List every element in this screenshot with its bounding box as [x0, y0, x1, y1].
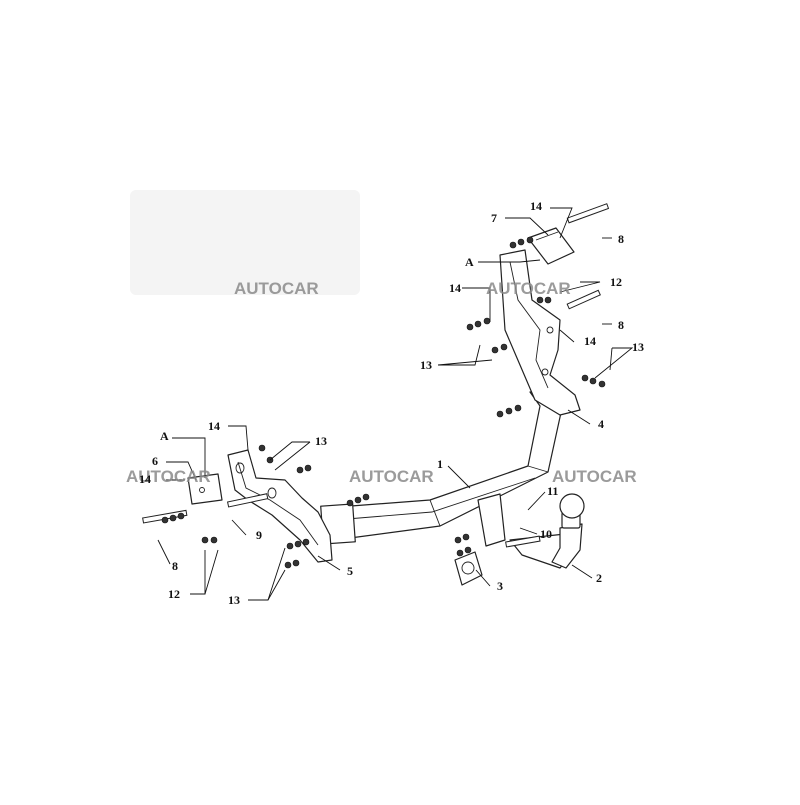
socket-plate-part-3: [454, 551, 483, 586]
callout-13: 13: [420, 358, 432, 372]
callout-3: 3: [497, 579, 503, 593]
callout-14: 14: [530, 199, 542, 213]
plate-part-6: [187, 473, 223, 505]
callout-8: 8: [618, 318, 624, 332]
callout-detail-a: A: [160, 429, 169, 443]
callout-1: 1: [437, 457, 443, 471]
callout-12: 12: [610, 275, 622, 289]
bolts: [142, 203, 610, 548]
callout-10: 10: [540, 527, 552, 541]
callout-8: 8: [172, 559, 178, 573]
callout-5: 5: [347, 564, 353, 578]
watermarks: AUTOCAR AUTOCAR AUTOCAR AUTOCAR AUTOCAR: [126, 279, 637, 486]
watermark-text: AUTOCAR: [552, 467, 637, 486]
callout-13: 13: [315, 434, 327, 448]
callout-13: 13: [228, 593, 240, 607]
callout-14: 14: [139, 472, 151, 486]
watermark-text: AUTOCAR: [349, 467, 434, 486]
callout-labels: 14 7 8 A 12 14 8 14 13 13 4 14 A 13 6 1 …: [139, 199, 644, 607]
callout-14: 14: [449, 281, 461, 295]
callout-14: 14: [584, 334, 596, 348]
right-bracket-part-4: [499, 249, 581, 416]
tow-ball-part-2: [509, 493, 585, 569]
callout-4: 4: [598, 417, 604, 431]
fasteners: [161, 236, 606, 569]
callout-7: 7: [491, 211, 497, 225]
blurred-legend-area: [130, 190, 360, 295]
callout-8: 8: [618, 232, 624, 246]
callout-13: 13: [632, 340, 644, 354]
crossbar-part-1: [320, 391, 563, 545]
leader-lines: [157, 207, 634, 601]
watermark-text: AUTOCAR: [486, 279, 571, 298]
plate-part-7: [527, 227, 575, 265]
watermark-text: AUTOCAR: [126, 467, 211, 486]
callout-14: 14: [208, 419, 220, 433]
callout-11: 11: [547, 484, 558, 498]
callout-6: 6: [152, 454, 158, 468]
callout-12: 12: [168, 587, 180, 601]
watermark-text: AUTOCAR: [234, 279, 319, 298]
callout-2: 2: [596, 571, 602, 585]
callout-9: 9: [256, 528, 262, 542]
receiver-bracket: [477, 493, 506, 547]
callout-detail-a: A: [465, 255, 474, 269]
left-bracket-part-5: [227, 449, 333, 563]
